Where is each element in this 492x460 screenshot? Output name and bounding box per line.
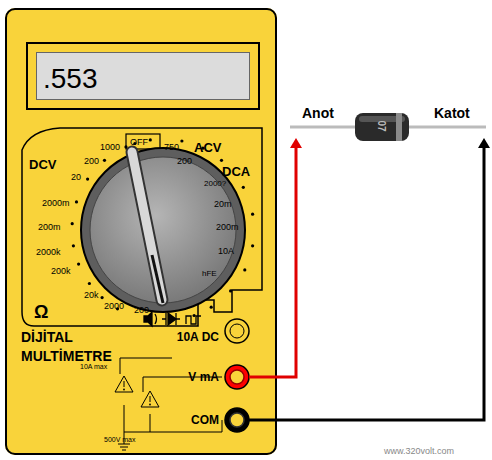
dial-label: 2000 [104,302,124,311]
range-outline [22,128,262,326]
node-text: COM [191,412,219,428]
dial-label: 10A [218,247,234,256]
terminal-vma [225,365,249,389]
arrow-head [290,138,302,148]
dial-symbols [144,312,201,326]
range-dot [243,268,246,271]
dial-label: 200 [134,306,149,315]
range-dot [180,139,183,142]
dial-label: 20 [71,173,81,182]
terminal: 10A DC [225,319,249,343]
wire-path [249,147,484,420]
range-dot [88,282,91,285]
range-dot [193,314,196,317]
arrow-head [478,138,490,148]
node-text: V mA [188,369,219,385]
dial-label: 500V max [104,436,136,443]
dial-label: 750 [164,143,179,152]
range-dot [220,159,223,162]
range-dot [229,289,232,292]
anode-lead: Anot [296,102,352,122]
range-dots [71,138,255,317]
range-dot [103,159,106,162]
range-dot [75,200,78,203]
dial-ring [81,148,245,312]
wire-path [249,147,296,377]
meter-body: DİJİTAL MULTİMETRE .553 10A DC V mA COM [5,8,277,455]
terminal-com [225,408,249,432]
range-dot [71,222,74,225]
lcd-frame [27,43,259,109]
node-text: DİJİTAL MULTİMETRE [21,328,121,366]
dial-label: 200m [216,223,239,232]
range-dot [251,213,254,216]
range-dot [133,142,136,145]
dial-label: 200k [51,267,71,276]
dial-label: Ω [34,303,48,321]
dial-label: OFF [130,138,148,147]
dial-label: ACV [194,141,221,154]
diode-body [355,113,409,141]
range-dot [201,147,204,150]
node-text: 10A DC [177,329,219,345]
terminal-10a [230,324,244,338]
terminal: COM [225,408,249,432]
test-lead-wire [249,138,302,377]
range-dot [116,307,119,310]
range-dot [124,145,127,148]
dial-label: hFE [202,270,217,278]
dial-label: 20m [214,200,232,209]
terminal: V mA [225,365,249,389]
dial-label: 07 [376,120,386,131]
diode-lead [405,126,486,129]
range-dot [242,186,245,189]
dial-label: 200m [38,223,61,232]
node-text: .553 [43,60,98,98]
range-dot [210,306,213,309]
range-dot [72,244,75,247]
dial-label: 2000m [42,199,70,208]
cathode-band [396,113,402,141]
dial-label: 2000k [36,248,61,257]
dial-label: www.320volt.com [384,447,454,456]
dial-label: DCA [222,165,250,178]
terminal-com [230,413,244,427]
test-lead-wire [249,138,490,420]
terminal-10a [225,319,249,343]
range-dot [251,244,254,247]
range-dot [86,178,89,181]
dial-label: 200 [84,157,99,166]
dial-label: 20k [84,291,99,300]
cathode-lead: Katot [430,102,486,122]
range-dot [77,263,80,266]
warning-brackets [115,358,222,450]
dial-label: DCV [29,158,56,171]
terminal-vma [230,370,244,384]
dial-label: 1000 [100,143,120,152]
dial-label: 2000? [204,180,226,188]
node-text: Katot [434,104,470,123]
range-dot [101,296,104,299]
dial-label: 200 [177,157,192,166]
dial-label: 10A max [80,363,107,370]
diode-lead [290,126,358,129]
dial-pointer-tip [152,255,163,303]
node-text: Anot [302,104,334,123]
range-dot [149,138,152,141]
lcd-display: .553 [36,52,250,100]
meter-housing [5,8,277,455]
